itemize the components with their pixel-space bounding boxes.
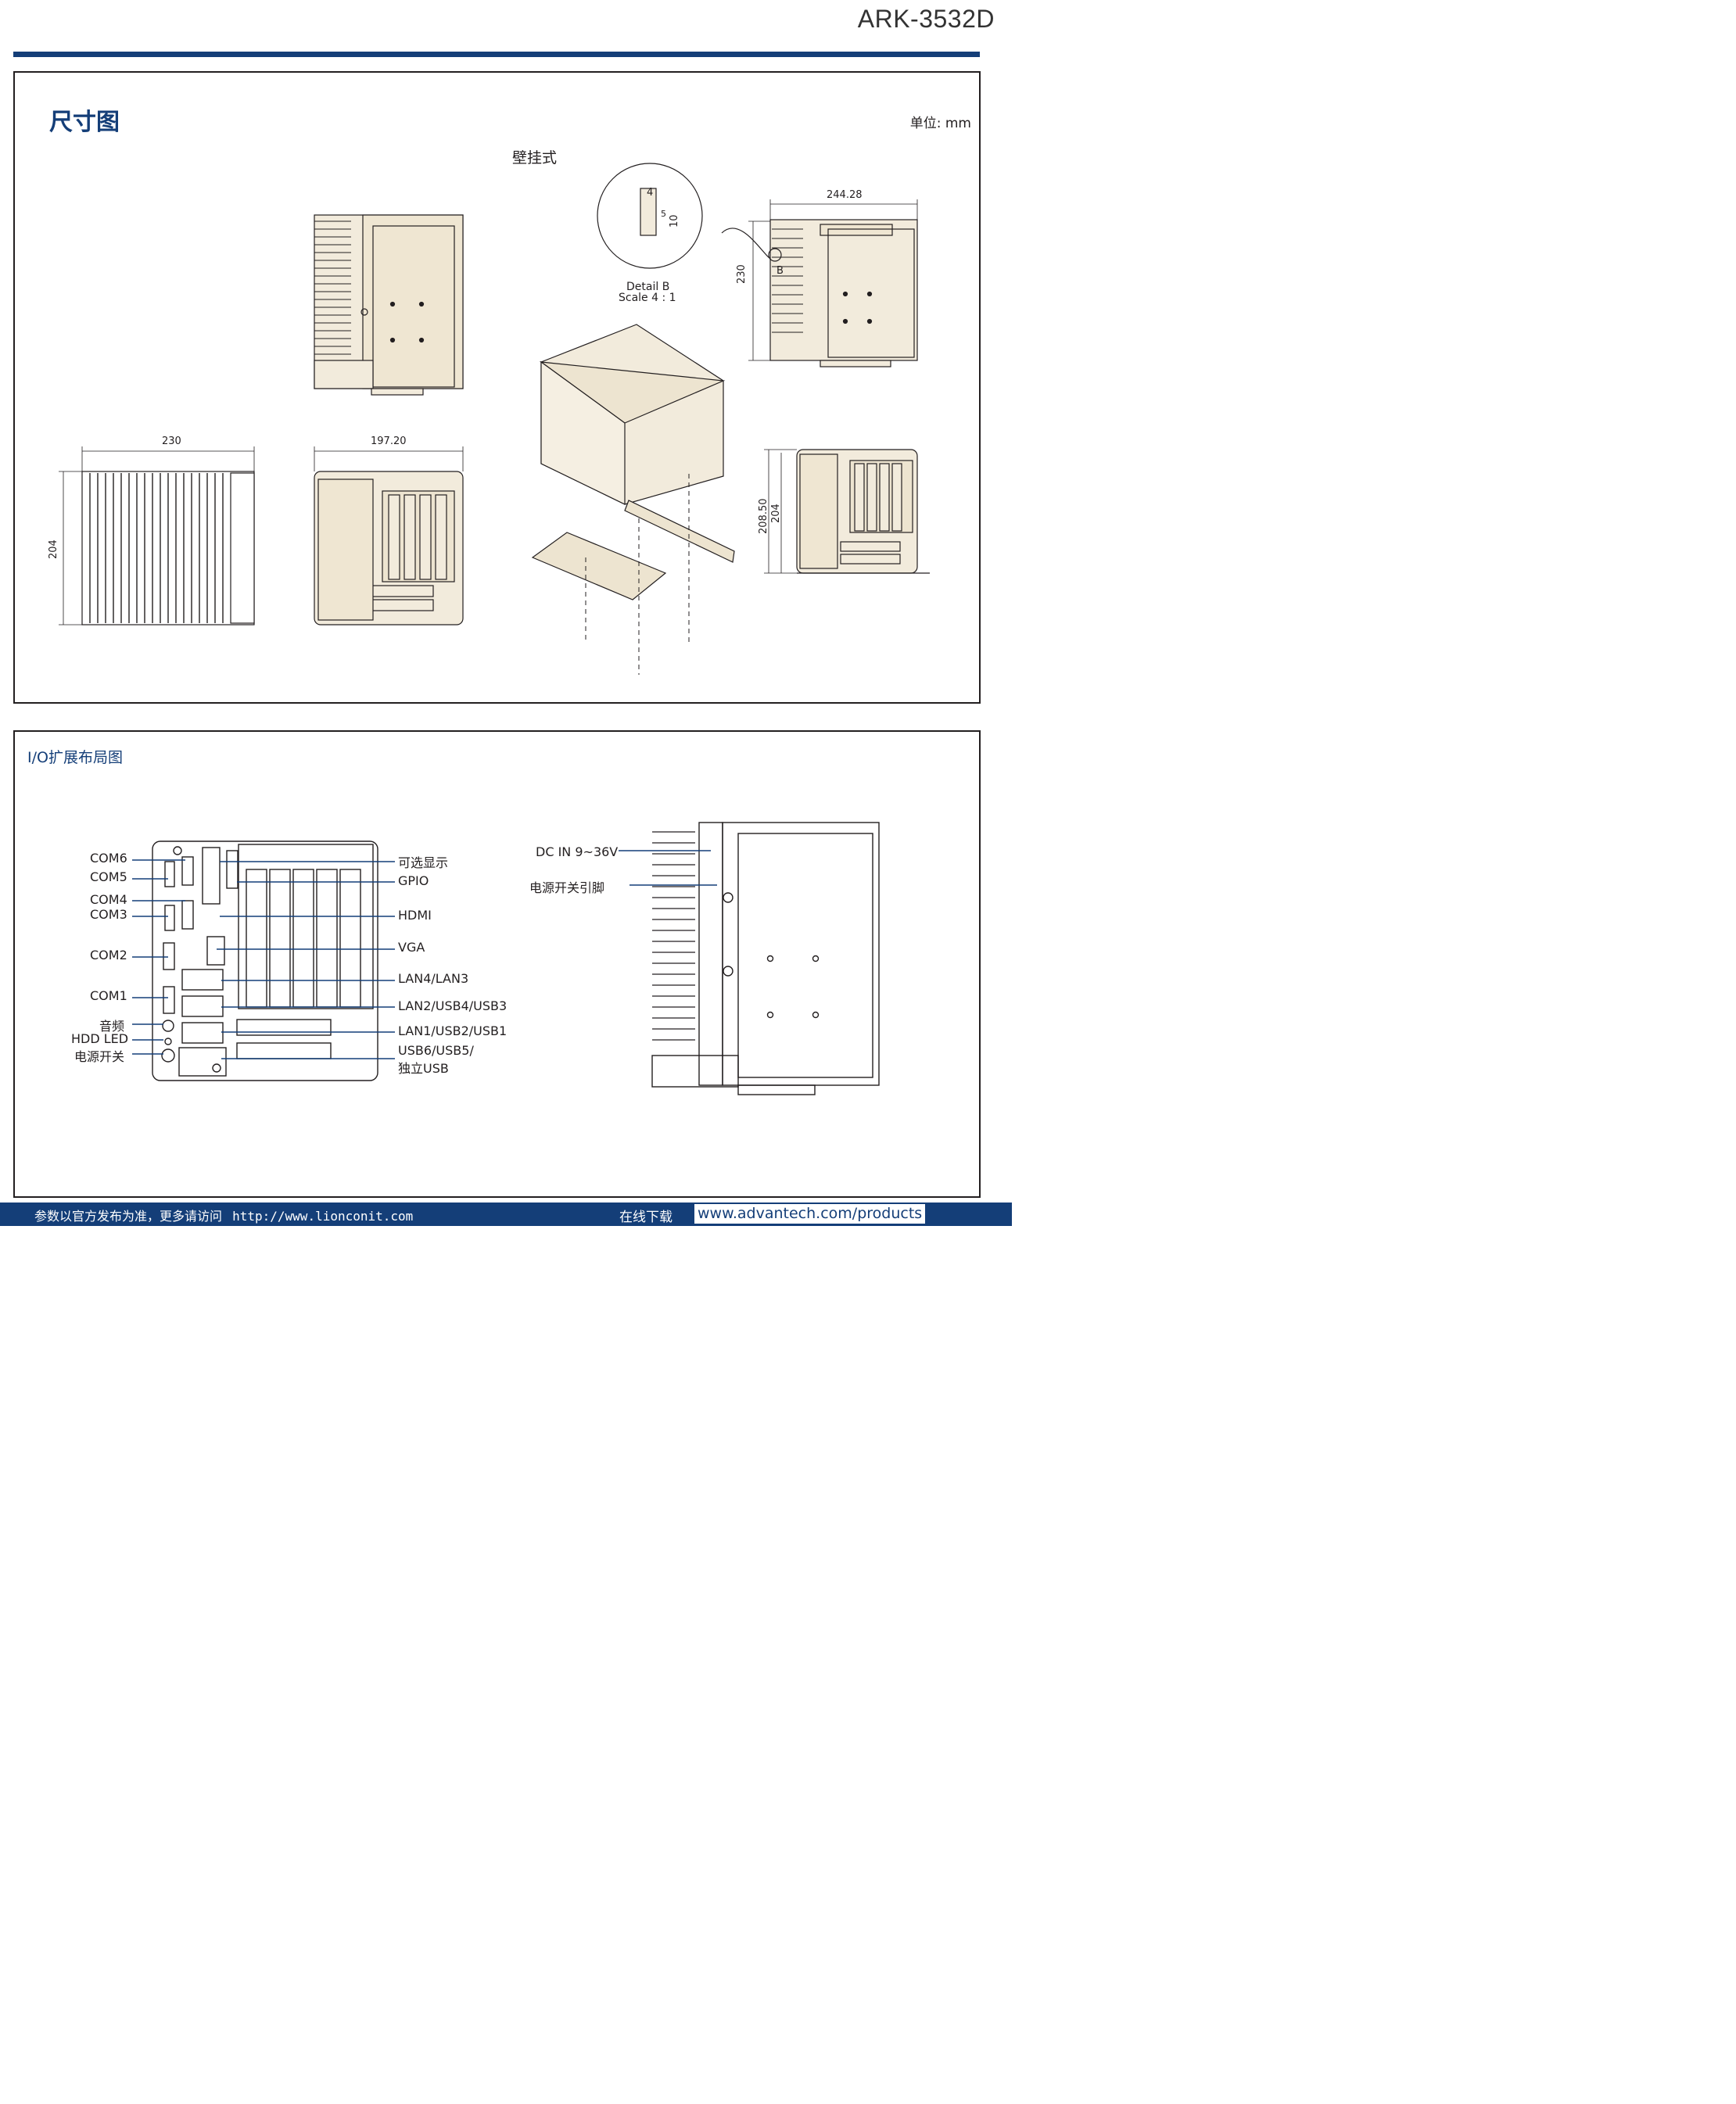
- io-front-panel-drawing: [152, 841, 378, 1081]
- label-lan4-lan3: LAN4/LAN3: [398, 971, 469, 986]
- dim-top-height: 204: [48, 539, 59, 559]
- top-dimension-lines: [59, 446, 255, 625]
- detail-value-c: 10: [669, 214, 680, 228]
- detail-scale: Scale 4 : 1: [619, 292, 676, 304]
- dim-top-width: 230: [162, 435, 181, 447]
- label-independent-usb: 独立USB: [398, 1061, 449, 1076]
- isometric-drawing: [531, 324, 735, 675]
- mount-label: 壁挂式: [512, 149, 558, 167]
- dim-front-height-inner: 204: [770, 504, 782, 523]
- label-hdd-led: HDD LED: [71, 1031, 129, 1046]
- label-com5: COM5: [90, 869, 127, 884]
- label-lan1-usb2-usb1: LAN1/USB2/USB1: [398, 1023, 508, 1038]
- top-view-drawing: [81, 471, 255, 625]
- label-gpio: GPIO: [398, 873, 429, 888]
- label-com1: COM1: [90, 988, 127, 1003]
- label-com4: COM4: [90, 892, 127, 907]
- detail-label: Detail B: [626, 281, 670, 293]
- label-com6: COM6: [90, 851, 127, 866]
- unit-label: 单位: mm: [909, 116, 971, 131]
- label-usb6-usb5: USB6/USB5/: [398, 1043, 474, 1058]
- label-power-switch: 电源开关: [74, 1049, 125, 1064]
- io-drawings: [132, 822, 880, 1095]
- side-view-drawing: [314, 214, 464, 396]
- footer-download-label: 在线下载: [619, 1210, 673, 1225]
- io-side-panel-drawing: [651, 822, 880, 1095]
- io-left-leaders: [132, 859, 185, 1055]
- footer-url[interactable]: http://www.lionconit.com: [232, 1209, 414, 1224]
- label-dc-in: DC IN 9~36V: [536, 844, 619, 859]
- front-view-drawing: [314, 471, 464, 625]
- dimension-title: 尺寸图: [49, 109, 120, 136]
- label-vga: VGA: [398, 940, 425, 955]
- front-right-dimension-lines: [764, 449, 797, 574]
- io-right-leaders: [217, 861, 395, 1059]
- label-com3: COM3: [90, 907, 127, 922]
- front-view-right-drawing: [796, 449, 930, 574]
- io-panel: I/O扩展布局图: [13, 730, 981, 1198]
- dim-side-width: 244.28: [827, 189, 863, 201]
- footer-note-text: 参数以官方发布为准，更多请访问: [34, 1209, 223, 1224]
- dimension-drawings: [59, 163, 930, 675]
- label-hdmi: HDMI: [398, 908, 432, 923]
- dim-front-width: 197.20: [371, 435, 407, 447]
- io-side-leaders: [619, 850, 717, 886]
- detail-value-a: 4: [647, 187, 654, 199]
- side-right-dimension-lines: [748, 199, 918, 361]
- detail-marker: B: [777, 265, 784, 277]
- label-audio: 音频: [99, 1019, 125, 1034]
- detail-value-b: 5: [661, 209, 666, 219]
- footer-site-link[interactable]: www.advantech.com/products: [694, 1204, 926, 1224]
- model-title: ARK-3532D: [857, 5, 995, 33]
- dim-front-height-outer: 208.50: [758, 498, 769, 535]
- label-lan2-usb4-usb3: LAN2/USB4/USB3: [398, 998, 508, 1013]
- header-rule: [13, 52, 980, 57]
- label-com2: COM2: [90, 948, 127, 962]
- io-title: I/O扩展布局图: [27, 749, 123, 766]
- detail-b-drawing: [597, 163, 774, 269]
- dimension-panel: 尺寸图 单位: mm 壁挂式: [13, 71, 981, 704]
- side-view-right-drawing: [768, 219, 918, 367]
- dim-side-height: 230: [736, 264, 748, 284]
- footer-bar: 参数以官方发布为准，更多请访问 http://www.lionconit.com…: [0, 1203, 1012, 1226]
- footer-note: 参数以官方发布为准，更多请访问 http://www.lionconit.com: [34, 1206, 413, 1224]
- front-dimension-lines: [314, 446, 464, 471]
- label-optional-display: 可选显示: [398, 855, 449, 870]
- label-power-switch-pin: 电源开关引脚: [529, 880, 605, 895]
